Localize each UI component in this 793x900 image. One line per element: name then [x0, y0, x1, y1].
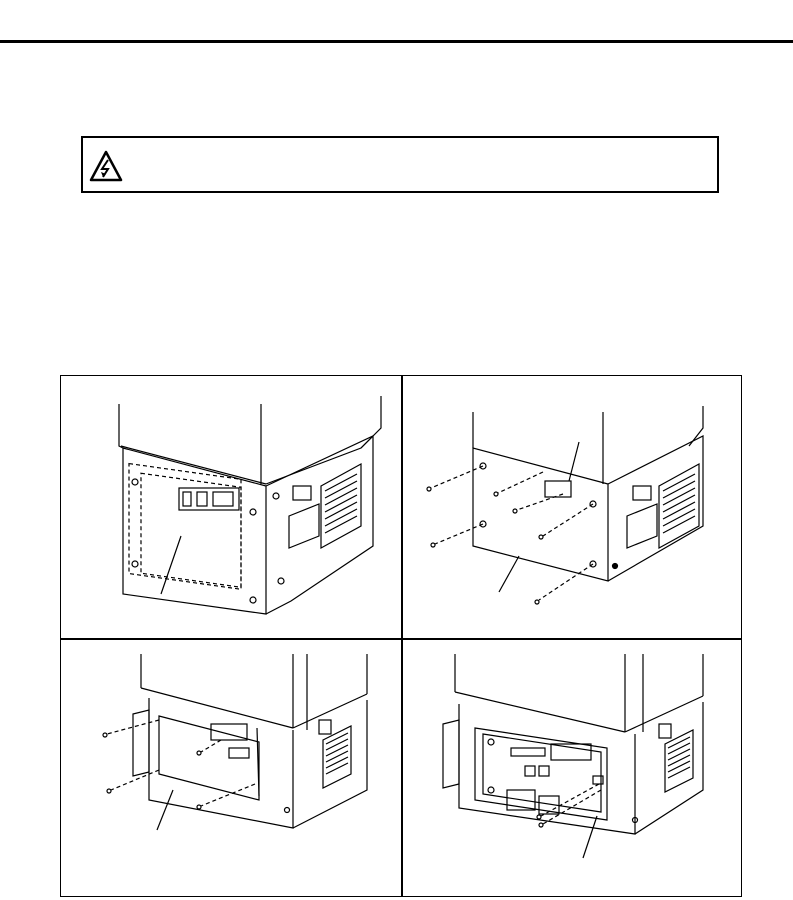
figure-grid: [60, 375, 742, 897]
page-header-rule: [0, 40, 793, 43]
warning-box: [81, 136, 719, 193]
figure-step-2: [403, 376, 741, 638]
figure-step-3: [61, 640, 401, 896]
grid-divider-horizontal: [61, 638, 741, 640]
electric-shock-warning-icon: [89, 150, 123, 182]
figure-step-4: [403, 640, 741, 896]
grid-divider-vertical: [401, 376, 403, 896]
figure-step-1: [61, 376, 401, 638]
